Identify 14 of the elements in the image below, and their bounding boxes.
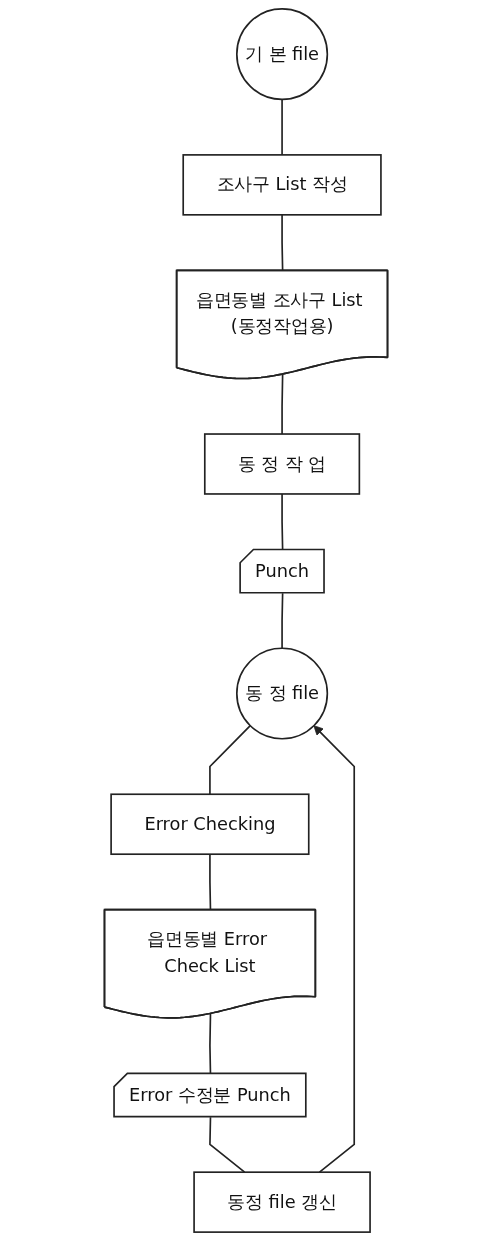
node-box: Error Checking	[110, 793, 310, 856]
connector	[281, 98, 283, 156]
connector	[209, 1116, 246, 1173]
connector	[281, 592, 284, 650]
connector	[281, 373, 284, 435]
connector	[209, 724, 252, 796]
node-circle: 동 정 file	[236, 647, 329, 740]
node-box: 동 정 작 업	[203, 433, 361, 495]
node-box: 동정 file 갱신	[193, 1171, 371, 1233]
arrow	[313, 725, 356, 1173]
node-circle: 기 본 file	[236, 8, 329, 101]
node-box: 조사구 List 작성	[182, 154, 382, 216]
connector	[209, 1013, 212, 1075]
connector	[281, 493, 284, 551]
